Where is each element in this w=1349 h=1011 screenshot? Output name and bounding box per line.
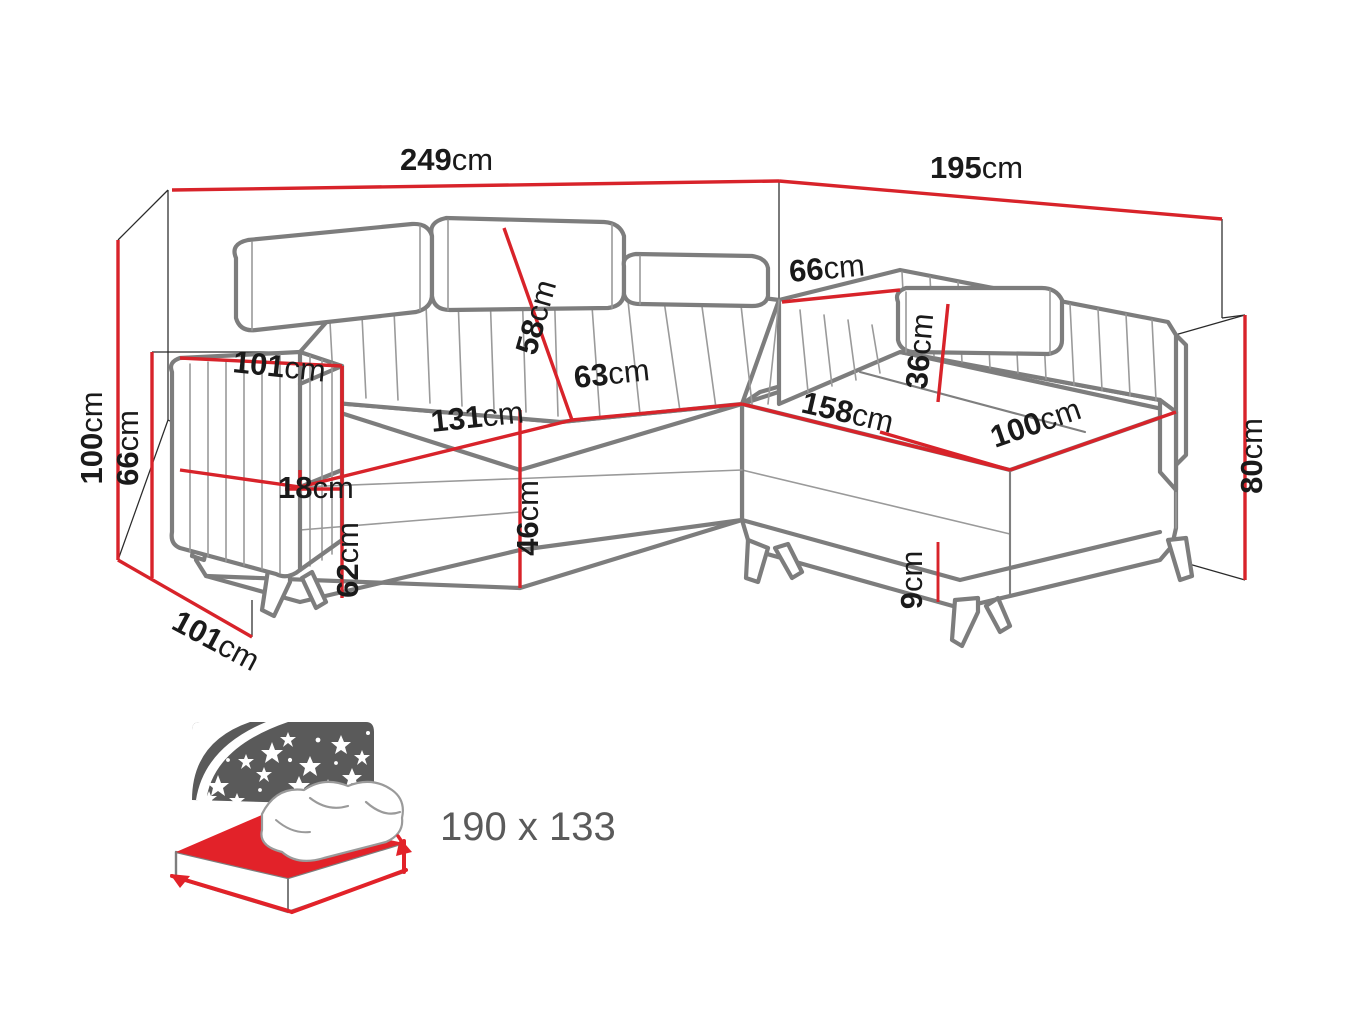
label-18-unit: cm — [312, 470, 353, 505]
label-100-height-unit: cm — [74, 391, 109, 432]
dim-line-36 — [936, 303, 950, 403]
dim-line-195 — [778, 179, 1223, 221]
label-66-right-unit: cm — [822, 247, 866, 285]
label-63-value: 63 — [572, 357, 610, 395]
svg-text:131cm: 131cm — [429, 394, 525, 439]
dim-line-158 — [741, 402, 1011, 472]
svg-text:46cm: 46cm — [510, 480, 545, 556]
label-80-unit: cm — [1234, 418, 1269, 459]
svg-text:66cm: 66cm — [788, 247, 867, 288]
label-195: 195cm — [930, 150, 1023, 185]
night-sky-bed-icon — [170, 722, 412, 914]
label-62: 62cm — [330, 522, 365, 598]
svg-text:63cm: 63cm — [572, 352, 651, 395]
svg-text:249cm: 249cm — [400, 142, 493, 177]
svg-text:9cm: 9cm — [894, 551, 929, 610]
svg-text:18cm: 18cm — [278, 470, 354, 505]
label-9: 9cm — [894, 551, 929, 610]
dim-line-131-b — [179, 468, 301, 489]
svg-text:62cm: 62cm — [330, 522, 365, 598]
dim-line-101-seat — [179, 356, 343, 368]
dim-line-131-a — [299, 418, 573, 489]
label-9-value: 9 — [894, 592, 929, 609]
svg-text:101cm: 101cm — [231, 344, 327, 389]
label-249: 249cm — [400, 142, 493, 177]
sleeping-area-label: 190 x 133 — [440, 805, 616, 849]
label-249-unit: cm — [452, 142, 493, 177]
label-131-value: 131 — [429, 399, 484, 439]
label-63-unit: cm — [606, 352, 651, 391]
label-249-value: 249 — [400, 142, 452, 177]
label-36: 36cm — [899, 312, 940, 391]
label-66-right-value: 66 — [788, 251, 825, 289]
label-80-value: 80 — [1234, 459, 1269, 493]
label-62-value: 62 — [330, 563, 365, 597]
label-66-left: 66cm — [110, 410, 145, 486]
sofa-left-headrests — [232, 215, 771, 333]
label-36-value: 36 — [899, 353, 937, 390]
label-101-seat: 101cm — [231, 344, 327, 389]
label-101-seat-value: 101 — [231, 344, 286, 384]
label-80: 80cm — [1234, 418, 1269, 494]
dim-line-100-depth — [1009, 410, 1177, 472]
label-66-right: 66cm — [788, 247, 867, 288]
dim-line-101-depth — [117, 558, 253, 639]
label-66-left-unit: cm — [110, 410, 145, 451]
svg-text:195cm: 195cm — [930, 150, 1023, 185]
dim-line-249 — [171, 179, 780, 192]
label-100-height: 100cm — [74, 391, 109, 484]
dim-line-63 — [571, 402, 743, 422]
label-63: 63cm — [572, 352, 651, 395]
label-18: 18cm — [278, 470, 354, 505]
dim-line-58 — [502, 227, 574, 421]
label-46: 46cm — [510, 480, 545, 556]
label-46-value: 46 — [510, 521, 545, 555]
label-18-value: 18 — [278, 470, 312, 505]
label-195-value: 195 — [930, 150, 982, 185]
label-62-unit: cm — [330, 522, 365, 563]
dimension-lines-red — [116, 179, 1247, 639]
label-66-left-value: 66 — [110, 451, 145, 485]
svg-text:100cm: 100cm — [74, 391, 109, 484]
svg-text:36cm: 36cm — [899, 312, 940, 391]
sofa-left-armrest — [168, 349, 345, 579]
label-100-height-value: 100 — [74, 433, 109, 485]
svg-text:80cm: 80cm — [1234, 418, 1269, 494]
label-46-unit: cm — [510, 480, 545, 521]
label-195-unit: cm — [982, 150, 1023, 185]
label-131: 131cm — [429, 394, 525, 439]
dim-line-66-right — [781, 288, 901, 304]
label-36-unit: cm — [902, 312, 940, 356]
sofa-right-chaise — [739, 349, 1195, 649]
sofa-right-headrest — [894, 285, 1065, 357]
label-101-seat-unit: cm — [283, 350, 328, 389]
label-131-unit: cm — [481, 394, 526, 433]
svg-text:66cm: 66cm — [110, 410, 145, 486]
dim-line-100-b — [879, 430, 1011, 472]
label-9-unit: cm — [894, 551, 929, 592]
